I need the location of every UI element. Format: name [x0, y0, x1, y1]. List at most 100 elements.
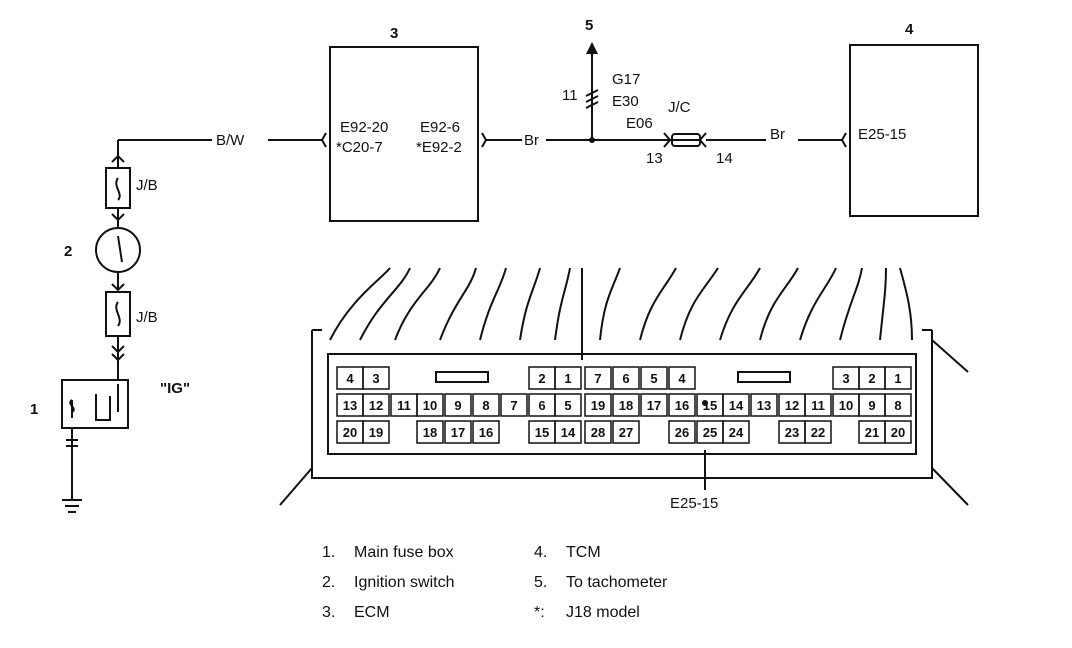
pin-cell [612, 366, 640, 390]
pin-label-bottom: 16 [479, 425, 493, 440]
callout-dot [702, 400, 708, 406]
pin-label-mid: 5 [564, 398, 571, 413]
pin-cell [640, 393, 668, 417]
connector-e30: E30 [612, 93, 639, 110]
ignition-switch [95, 227, 141, 273]
pin-label-bottom: 28 [591, 425, 605, 440]
pin-cell [884, 393, 912, 417]
legend-text: Main fuse box [354, 544, 454, 561]
pin-label-mid: 9 [868, 398, 875, 413]
tacho-number: 5 [585, 17, 593, 34]
legend-item: 4.TCM [534, 544, 667, 574]
pin-label-bottom: 18 [423, 425, 437, 440]
pin-label-mid: 11 [397, 398, 411, 413]
harness-wires [329, 267, 913, 341]
jb-lower-label: J/B [136, 309, 158, 326]
pin-cell [884, 366, 912, 390]
pin-cell [362, 420, 390, 444]
connector-callout: E25-15 [670, 495, 718, 512]
jb-upper-bottom [111, 208, 125, 228]
jb-lower-top [111, 272, 125, 292]
jb-lower-fuse-element [115, 301, 121, 327]
pin-cell [612, 393, 640, 417]
pin-label-mid: 12 [369, 398, 383, 413]
pin-label-mid: 8 [894, 398, 901, 413]
ignition-number: 2 [64, 243, 72, 260]
battery-feed [66, 428, 78, 488]
main-fuse-box [61, 379, 129, 429]
legend-text: To tachometer [566, 574, 668, 591]
pin-cell [500, 393, 528, 417]
legend-num: 2. [322, 574, 336, 591]
legend-item: 5.To tachometer [534, 574, 667, 604]
ground [62, 488, 82, 513]
pin-cell [362, 366, 390, 390]
legend-item: 1.Main fuse box [322, 544, 455, 574]
legend-item: 3.ECM [322, 604, 455, 634]
pin-label-mid: 14 [729, 398, 744, 413]
pin-cell [362, 393, 390, 417]
pin-cell [584, 366, 612, 390]
connector-frame-right-edge [931, 339, 969, 373]
junction-dot [589, 137, 595, 143]
ecm-pin-c20-7: *C20-7 [336, 139, 383, 156]
pin-cell [804, 420, 832, 444]
legend-num: *: [534, 604, 545, 621]
pin-cell [668, 420, 696, 444]
pin-label-mid: 17 [647, 398, 661, 413]
pin-cell [804, 393, 832, 417]
pin-cell [416, 420, 444, 444]
pin-label-bottom: 17 [451, 425, 465, 440]
pin-label-top: 2 [868, 371, 875, 386]
pin-label-bottom: 22 [811, 425, 825, 440]
jc-right-chevron [698, 132, 707, 148]
ignition-switch-contact [117, 235, 123, 263]
pin-label-mid: 15 [703, 398, 717, 413]
pin-label-bottom: 15 [535, 425, 549, 440]
ecm-number: 3 [390, 25, 398, 42]
jb-upper-label: J/B [136, 177, 158, 194]
pin-cell [416, 393, 444, 417]
bw-wire-label: B/W [216, 132, 245, 149]
jc-pin-13: 13 [646, 150, 663, 167]
pin-cell [722, 393, 750, 417]
pin-label-mid: 6 [538, 398, 545, 413]
pin-label-mid: 18 [619, 398, 633, 413]
legend-item: *:J18 model [534, 604, 667, 634]
pin-label-bottom: 26 [675, 425, 689, 440]
pin-label-mid: 19 [591, 398, 605, 413]
jc-pin-14: 14 [716, 150, 733, 167]
pin-label-top: 4 [678, 371, 686, 386]
ecm-pin-e92-6: E92-6 [420, 119, 460, 136]
pin-label-mid: 13 [757, 398, 771, 413]
pin-cell [640, 366, 668, 390]
br-wire-right-label: Br [770, 126, 785, 143]
ecm-out-chevron [481, 132, 488, 148]
pin-label-top: 5 [650, 371, 657, 386]
connector-frame-legs [279, 467, 969, 506]
pin-cell [444, 393, 472, 417]
pin-label-bottom: 20 [343, 425, 357, 440]
pin-cell [750, 393, 778, 417]
pin-label-top: 7 [594, 371, 601, 386]
pin-label-mid: 10 [423, 398, 437, 413]
connector-frame [311, 330, 933, 479]
jc-label: J/C [668, 99, 691, 116]
pin-label-bottom: 25 [703, 425, 717, 440]
pin-label-top: 3 [842, 371, 849, 386]
tcm-pin-e25-15: E25-15 [858, 126, 906, 143]
pin-cell [554, 366, 582, 390]
ecm-box [329, 46, 479, 222]
ecm-in-chevron [320, 132, 327, 148]
pin-label-top: 1 [564, 371, 571, 386]
pin-label-mid: 9 [454, 398, 461, 413]
pin-cell [668, 366, 696, 390]
tcm-box [849, 44, 979, 217]
ig-label: "IG" [160, 380, 190, 397]
pin-label-bottom: 23 [785, 425, 799, 440]
pin-label-mid: 7 [510, 398, 517, 413]
jb-upper-top [111, 154, 125, 168]
pin-label-mid: 12 [785, 398, 799, 413]
